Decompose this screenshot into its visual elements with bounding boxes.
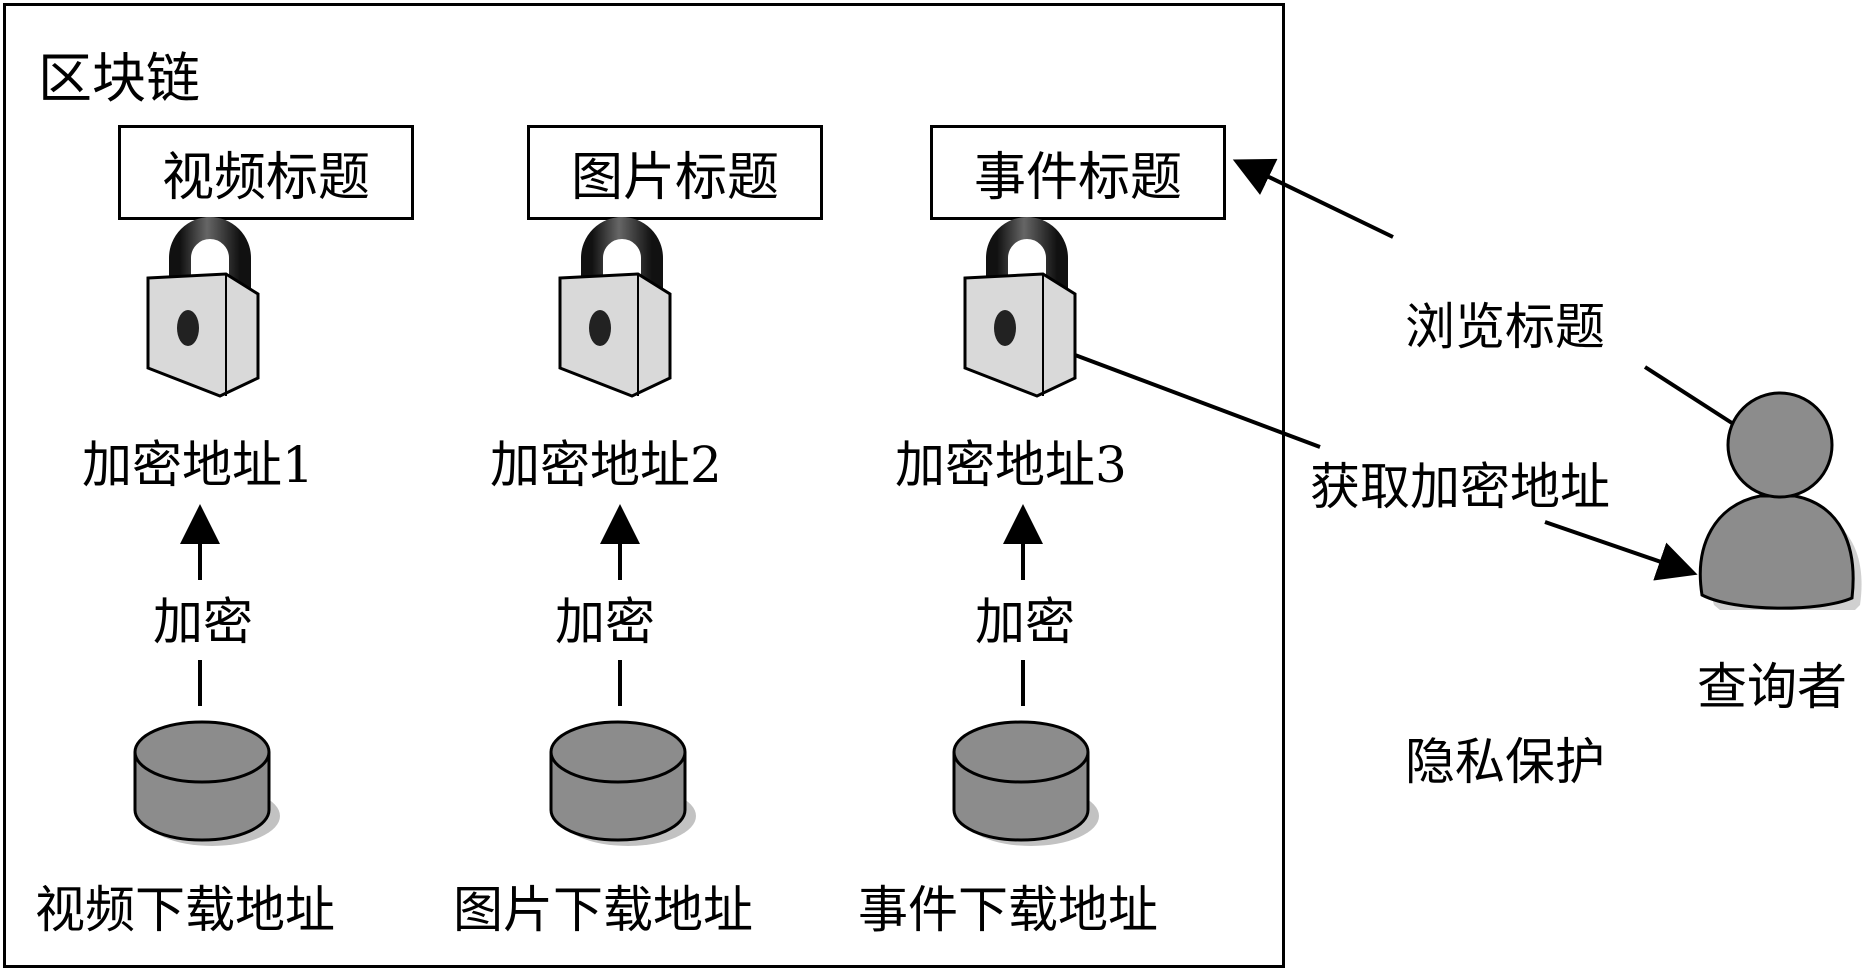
privacy-protection-label: 隐私保护	[1405, 733, 1605, 791]
querier-person-icon	[1698, 391, 1862, 610]
lock-icon	[558, 217, 672, 398]
blockchain-frame	[3, 3, 1285, 968]
encrypted-address-label: 加密地址1	[82, 436, 314, 494]
encrypt-label: 加密	[153, 593, 253, 651]
download-address-label: 事件下载地址	[858, 881, 1158, 939]
blockchain-label: 区块链	[38, 47, 200, 110]
download-address-label: 视频下载地址	[35, 881, 335, 939]
download-address-label: 图片下载地址	[453, 881, 753, 939]
querier-label: 查询者	[1697, 658, 1847, 716]
encrypt-label: 加密	[975, 593, 1075, 651]
image-title-box: 图片标题	[527, 125, 823, 220]
encrypt-label: 加密	[555, 593, 655, 651]
lock-icon	[963, 217, 1077, 398]
lock-icon	[146, 217, 260, 398]
browse-titles-label: 浏览标题	[1405, 298, 1605, 356]
database-icon	[133, 720, 280, 846]
database-icon	[549, 720, 696, 846]
event-title-box: 事件标题	[930, 125, 1226, 220]
browse-titles-arrow	[1232, 158, 1737, 427]
get-address-arrow	[1074, 353, 1698, 581]
encrypted-address-label: 加密地址3	[895, 436, 1127, 494]
video-title-box: 视频标题	[118, 125, 414, 220]
database-icon	[952, 720, 1099, 846]
encrypted-address-label: 加密地址2	[490, 436, 722, 494]
get-encrypted-address-label: 获取加密地址	[1310, 458, 1610, 516]
